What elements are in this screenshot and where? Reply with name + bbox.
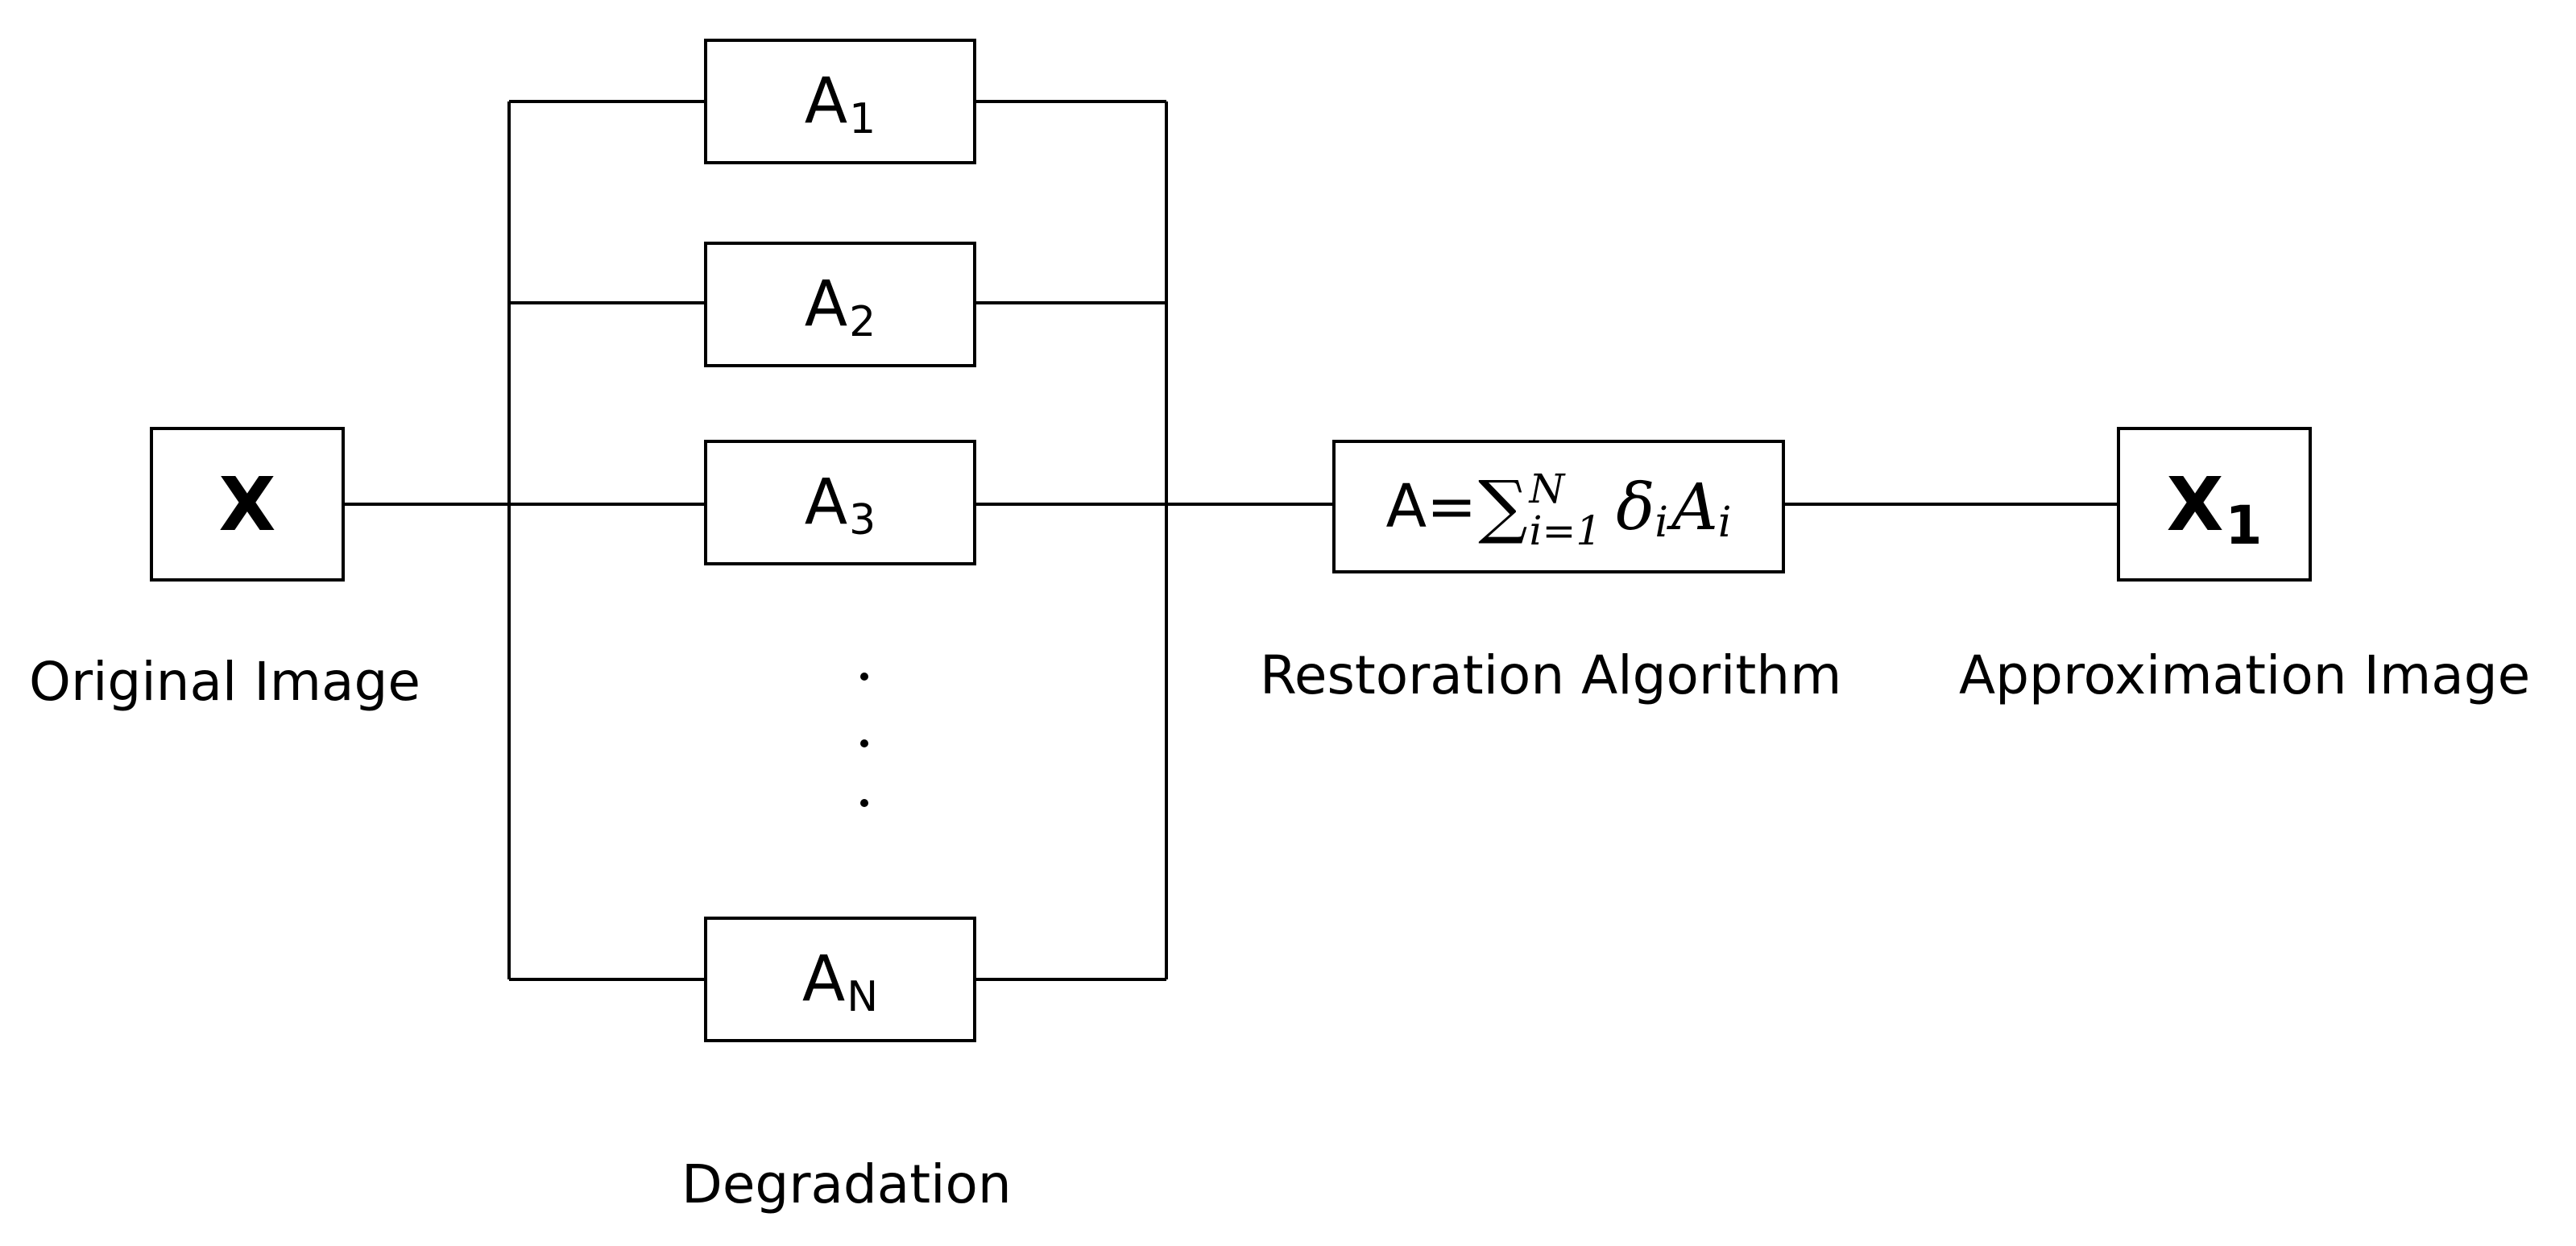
original-image-label: Original Image	[29, 651, 420, 713]
degradation-a3-subscript: 3	[849, 496, 876, 544]
sigma-symbol: ∑	[1478, 466, 1528, 547]
a-term: A	[1671, 469, 1718, 544]
a-term-subscript: i	[1717, 499, 1732, 547]
ellipsis-dot-3	[860, 799, 868, 807]
delta-symbol: δ	[1616, 469, 1655, 544]
restoration-algorithm-label: Restoration Algorithm	[1260, 644, 1842, 706]
restoration-formula: A= ∑ N i=1 δ i A i	[1385, 466, 1732, 551]
degradation-a1-subscript: 1	[849, 95, 876, 143]
summation-limits: N i=1	[1530, 469, 1602, 551]
approximation-subscript: 1	[2225, 494, 2263, 557]
degradation-an-base: A	[801, 943, 846, 1016]
degradation-a2-subscript: 2	[849, 298, 876, 346]
restoration-algorithm-box: A= ∑ N i=1 δ i A i	[1332, 440, 1785, 573]
delta-subscript: i	[1655, 499, 1669, 547]
degradation-an-subscript: N	[847, 973, 879, 1021]
approximation-image-label: Approximation Image	[1959, 644, 2531, 706]
degradation-label: Degradation	[681, 1153, 1012, 1215]
degradation-a2-base: A	[804, 268, 848, 341]
approximation-symbol: X	[2166, 461, 2224, 548]
formula-lhs: A=	[1385, 472, 1477, 541]
degradation-a3-base: A	[804, 466, 848, 539]
summation-upper-limit: N	[1529, 466, 1565, 512]
ellipsis-dot-2	[860, 739, 868, 747]
summation-lower-limit: i=1	[1529, 507, 1602, 554]
original-image-box: X	[150, 427, 345, 582]
ellipsis-dot-1	[860, 673, 868, 681]
degradation-a1-base: A	[804, 65, 848, 138]
original-image-symbol: X	[218, 461, 276, 548]
